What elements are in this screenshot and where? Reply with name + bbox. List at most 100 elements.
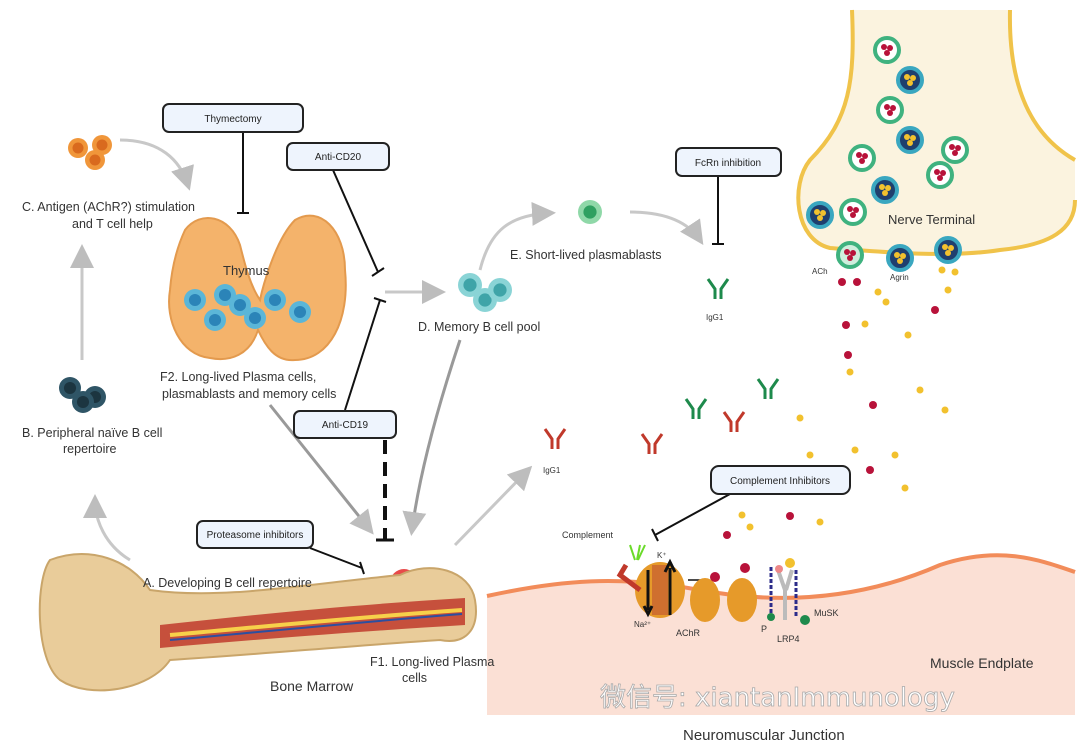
agrin-molecule [851, 446, 859, 454]
vesicle [896, 126, 924, 154]
agrin-molecule [816, 518, 824, 526]
stage-c-text: C. Antigen (AChR?) stimulation [22, 200, 195, 214]
agrin-molecule [738, 511, 746, 519]
p-label: P [761, 624, 767, 634]
muscle-endplate-label: Muscle Endplate [930, 655, 1034, 671]
vesicle [806, 201, 834, 229]
ach-molecule [723, 531, 731, 539]
stage-d-text: D. Memory B cell pool [418, 320, 540, 334]
stage-f2-text: F2. Long-lived Plasma cells, [160, 370, 316, 384]
ach-molecule [866, 466, 874, 474]
thymic-b-cell [289, 301, 311, 323]
ach-molecule [786, 512, 794, 520]
watermark: 微信号: xiantanImmunology [600, 683, 955, 713]
agrin-molecule [861, 320, 869, 328]
thymic-b-cell [204, 309, 226, 331]
vesicle [941, 136, 969, 164]
agrin-molecule [746, 523, 754, 531]
vesicle [873, 36, 901, 64]
igg1-antibody-icon [706, 278, 730, 299]
ach-molecule [853, 278, 861, 286]
naive-b-cell [72, 391, 94, 413]
lrp4-label: LRP4 [777, 634, 800, 644]
memory-b-cell [458, 273, 482, 297]
ach-label: ACh [812, 267, 828, 276]
agrin-molecule [796, 414, 804, 422]
vesicle [871, 176, 899, 204]
complement-inhibitors-text: Complement Inhibitors [730, 476, 830, 487]
antigen-cell [68, 138, 88, 158]
agrin-molecule [882, 298, 890, 306]
ach-molecule [931, 306, 939, 314]
vesicle [926, 161, 954, 189]
stage-b-text: B. Peripheral naïve B cell [22, 426, 162, 440]
thymic-b-cell [184, 289, 206, 311]
anti-cd20-text: Anti-CD20 [315, 152, 362, 163]
anti-cd19-label: Anti-CD19 [293, 410, 397, 439]
stage-f1-text-2: cells [402, 671, 427, 685]
thymic-b-cell [214, 284, 236, 306]
igg1-label: IgG1 [706, 313, 724, 322]
ach-molecule [844, 351, 852, 359]
ach-molecule [838, 278, 846, 286]
achr-label: AChR [676, 628, 701, 638]
ach-molecule [869, 401, 877, 409]
proteasome-label: Proteasome inhibitors [196, 520, 314, 549]
agrin-molecule [891, 451, 899, 459]
agrin-molecule [846, 368, 854, 376]
anti-cd20-label: Anti-CD20 [286, 142, 390, 171]
inhibition-lines [237, 132, 731, 575]
stage-f1-text: F1. Long-lived Plasma [370, 655, 494, 669]
flow-arrows [70, 138, 704, 562]
igg1-antibody-icon [684, 398, 708, 419]
thymus-label: Thymus [223, 263, 270, 278]
achr-receptors [690, 563, 757, 622]
antigen-cell [85, 150, 105, 170]
synaptic-vesicles [806, 36, 969, 272]
proteasome-text: Proteasome inhibitors [207, 530, 304, 541]
vesicle [934, 236, 962, 264]
thymic-b-cell [264, 289, 286, 311]
plasmablast [578, 200, 602, 224]
vesicle [876, 96, 904, 124]
agrin-label: Agrin [890, 273, 909, 282]
k-ion-label: K⁺ [657, 551, 667, 560]
thymic-b-cell [244, 307, 266, 329]
nerve-terminal [796, 9, 1077, 256]
igg1-antibody-icon [543, 428, 567, 449]
vesicle [896, 66, 924, 94]
agrin-molecule [901, 484, 909, 492]
agrin-molecule [806, 451, 814, 459]
stage-e-text: E. Short-lived plasmablasts [510, 248, 661, 262]
naive-b-cell [59, 377, 81, 399]
igg1-antibody-icon [756, 378, 780, 399]
agrin-molecule [874, 288, 882, 296]
fcrn-text: FcRn inhibition [695, 158, 761, 169]
bone-marrow-bone [38, 553, 477, 692]
ach-molecule [842, 321, 850, 329]
stage-f2-text-2: plasmablasts and memory cells [162, 387, 336, 401]
vesicle [839, 198, 867, 226]
nerve-terminal-label: Nerve Terminal [888, 212, 975, 227]
agrin-molecule [951, 268, 959, 276]
musk-lrp4 [767, 558, 810, 625]
stage-a-text: A. Developing B cell repertoire [143, 576, 312, 590]
memory-b-cell [488, 278, 512, 302]
fcrn-label: FcRn inhibition [675, 147, 782, 177]
neurotransmitter-dots [723, 266, 959, 539]
vesicle [886, 244, 914, 272]
complement-label: Complement [562, 530, 614, 540]
complement-inhibitors-label: Complement Inhibitors [710, 465, 851, 495]
anti-cd19-text: Anti-CD19 [322, 420, 369, 431]
thymectomy-text: Thymectomy [204, 114, 261, 125]
agrin-molecule [938, 266, 946, 274]
agrin-molecule [904, 331, 912, 339]
stage-b-text-2: repertoire [63, 442, 117, 456]
antigen-cell [92, 135, 112, 155]
na-ion-label: Na²⁺ [634, 620, 651, 629]
stage-c-text-2: and T cell help [72, 217, 153, 231]
musk-label: MuSK [814, 608, 839, 618]
agrin-molecule [941, 406, 949, 414]
